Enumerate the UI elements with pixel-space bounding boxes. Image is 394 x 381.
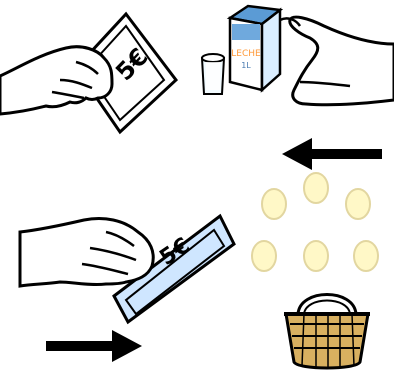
eggs-panel [240,178,394,288]
arrow-right-icon [40,322,154,370]
top-right-panel: LECHE 1L [196,0,394,120]
egg-icon [346,189,370,219]
arrow-left-panel [270,132,394,180]
milk-carton-icon: LECHE 1L [230,6,280,90]
basket-panel [276,284,378,381]
hand-bottom-left [20,219,153,287]
egg-icon [304,241,328,271]
egg-icon [354,241,378,271]
eggs-illustration [240,178,394,288]
milk-carton-sublabel: 1L [241,61,251,70]
bottom-left-panel: 5€ [20,196,240,330]
hand-receiving-banknote-illustration: 5€ [20,196,240,330]
basket-icon [276,284,378,381]
milk-carton-label: LECHE [231,49,261,59]
egg-icon [304,173,328,203]
arrow-left-icon [270,132,394,180]
milk-carton-and-hand-illustration: LECHE 1L [196,0,394,120]
hand-top-right [280,17,394,105]
eggs-group [252,173,378,271]
egg-icon [262,189,286,219]
glass-icon [202,54,224,94]
top-left-panel: 5€ [0,0,200,130]
hand-top-left [0,47,112,114]
hand-giving-banknote-illustration: 5€ [0,0,200,130]
arrow-right-panel [40,322,154,370]
egg-icon [252,241,276,271]
